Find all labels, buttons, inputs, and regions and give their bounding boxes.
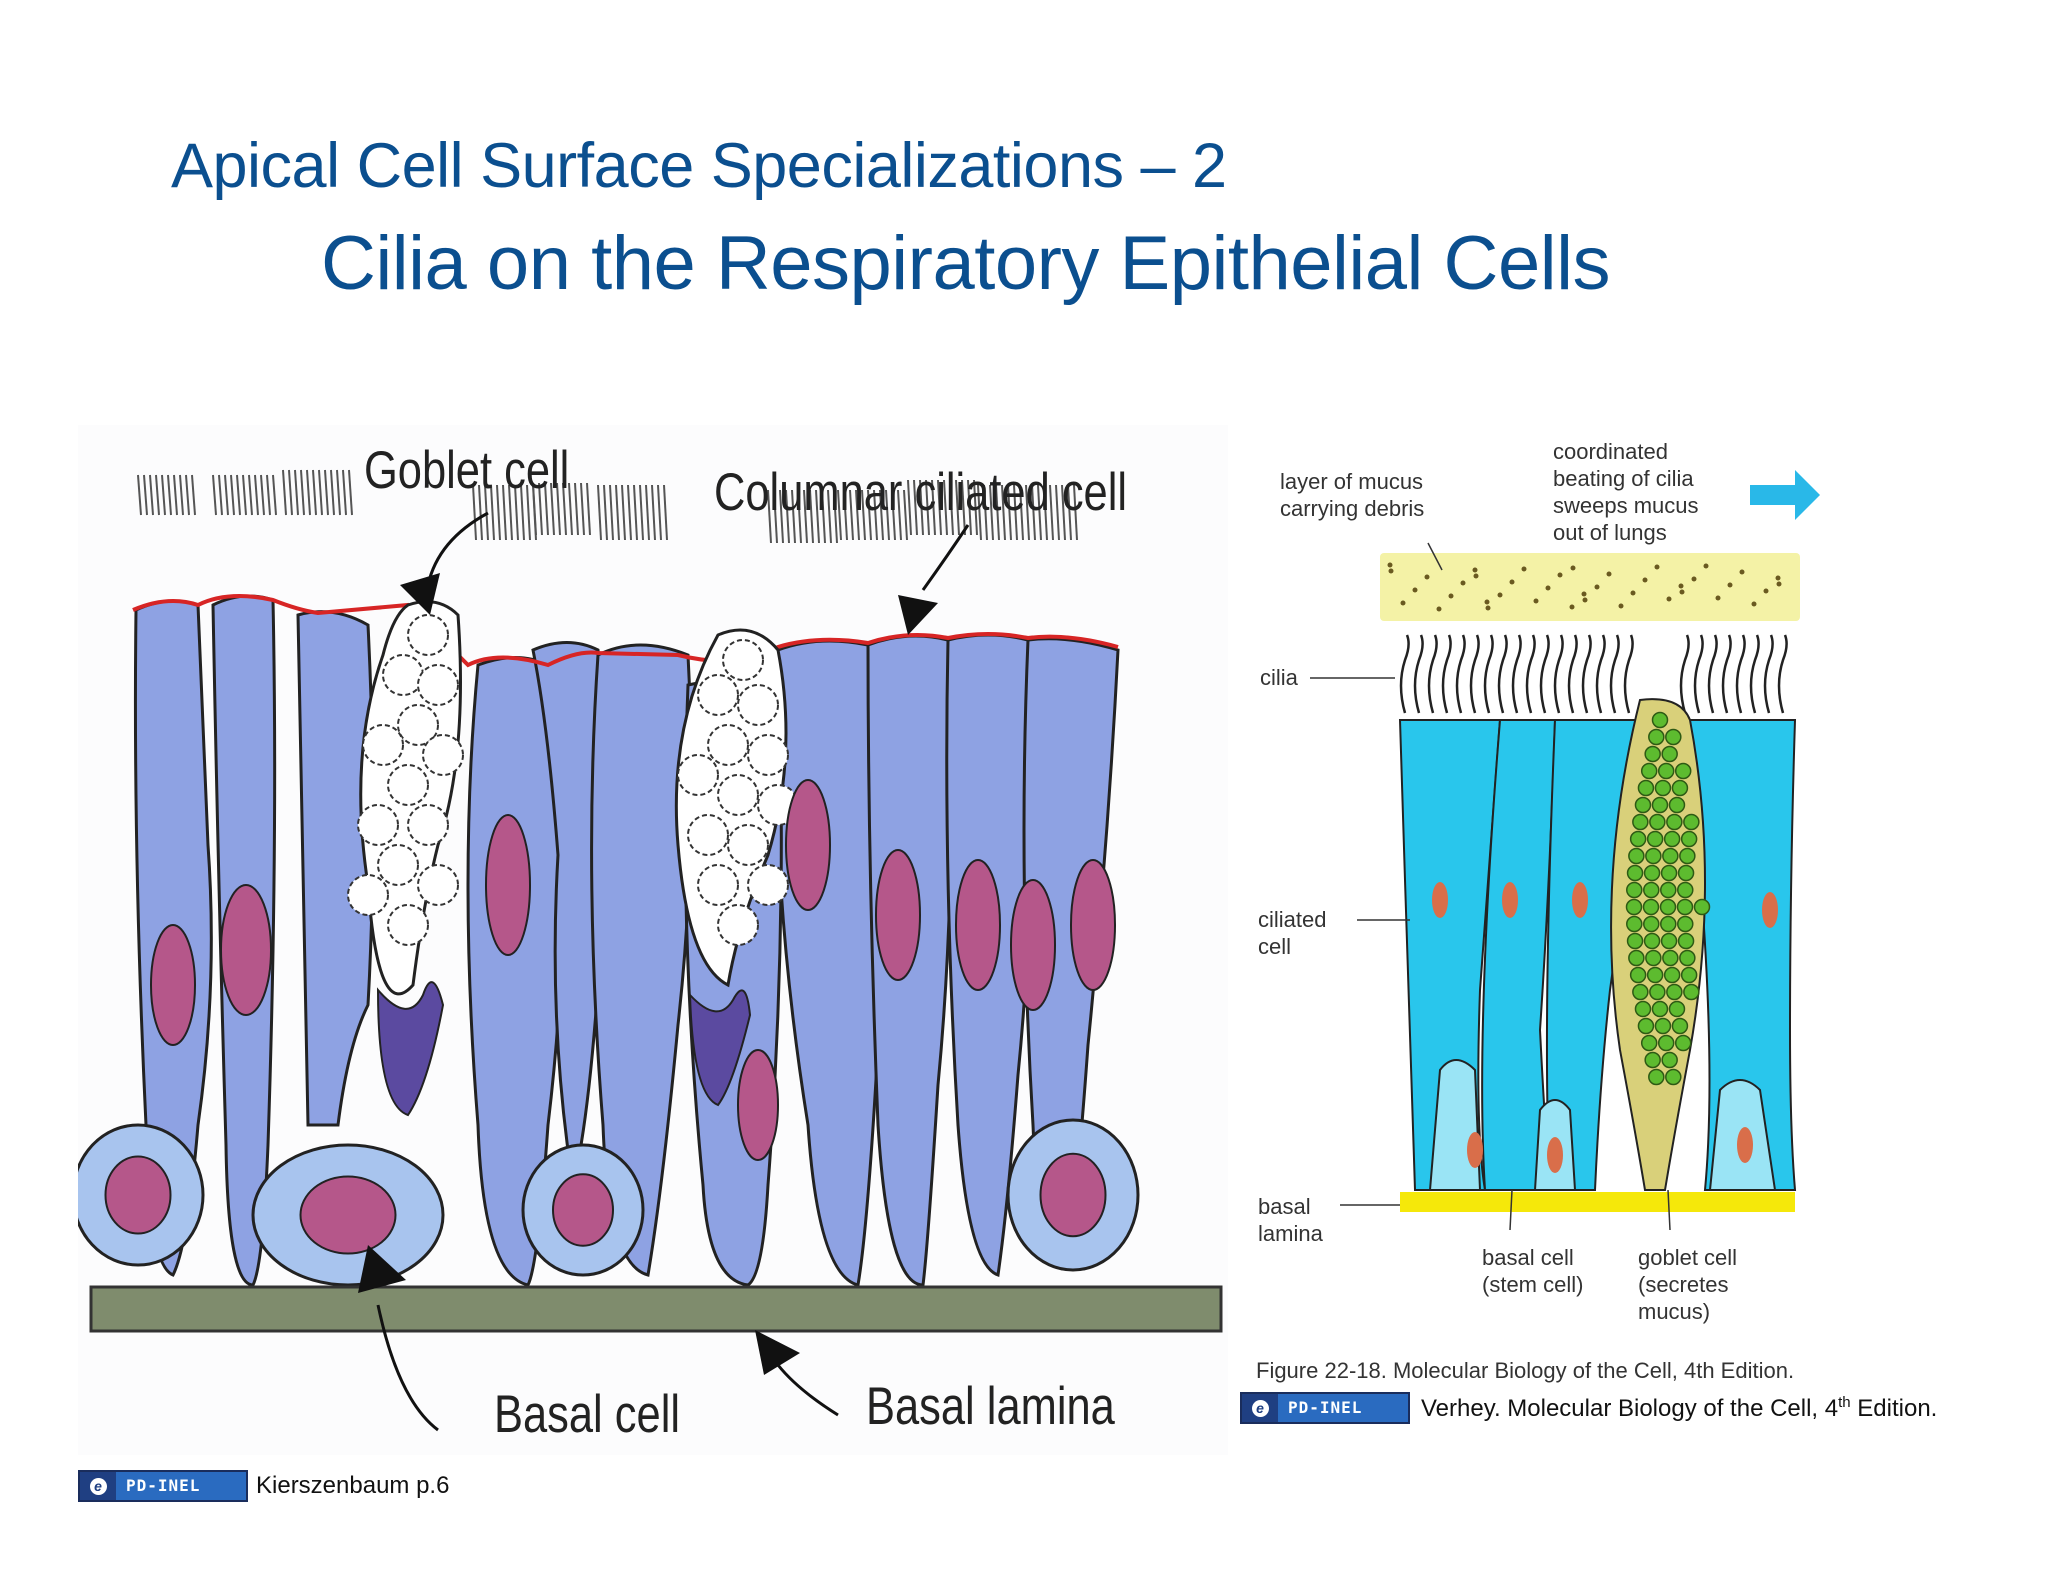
basal-lamina-band	[1400, 1192, 1795, 1212]
slide-subtitle: Cilia on the Respiratory Epithelial Cell…	[321, 221, 1610, 306]
license-badge-left[interactable]: e PD-INEL	[78, 1470, 248, 1502]
license-logo-icon: e	[1242, 1394, 1278, 1422]
coordinated-beating-label: coordinated beating of cilia sweeps mucu…	[1553, 439, 1699, 545]
basal-stem-cell-label: basal cell (stem cell)	[1482, 1245, 1584, 1297]
respiratory-epithelium-illustration	[78, 425, 1228, 1455]
basal-lamina	[89, 1285, 1223, 1333]
cilia-label: cilia	[1260, 665, 1298, 690]
basal-lamina-small-label: basal lamina	[1258, 1194, 1323, 1246]
goblet-cell-small-label: goblet cell (secretes mucus)	[1638, 1245, 1738, 1324]
basal-cell-label: Basal cell	[494, 1385, 681, 1444]
license-logo-icon: e	[80, 1472, 116, 1500]
right-figure-credit: Verhey. Molecular Biology of the Cell, 4…	[1421, 1394, 1938, 1422]
mucus-layer-label: layer of mucus carrying debris	[1280, 469, 1425, 521]
figure-caption: Figure 22-18. Molecular Biology of the C…	[1256, 1358, 1795, 1383]
flow-arrow-icon	[1750, 470, 1820, 520]
ciliated-cell-label: ciliated cell	[1258, 907, 1327, 959]
basal-lamina-label: Basal lamina	[866, 1377, 1115, 1436]
columnar-ciliated-cell-label: Columnar ciliated cell	[714, 463, 1128, 522]
goblet-cell-label: Goblet cell	[364, 441, 570, 500]
left-figure-credit: Kierszenbaum p.6	[256, 1472, 450, 1499]
mucus-layer	[1380, 553, 1800, 621]
slide-title: Apical Cell Surface Specializations – 2	[171, 131, 1227, 201]
ciliated-epithelium-diagram	[1250, 430, 1870, 1350]
license-badge[interactable]: e PD-INEL	[1240, 1392, 1410, 1424]
